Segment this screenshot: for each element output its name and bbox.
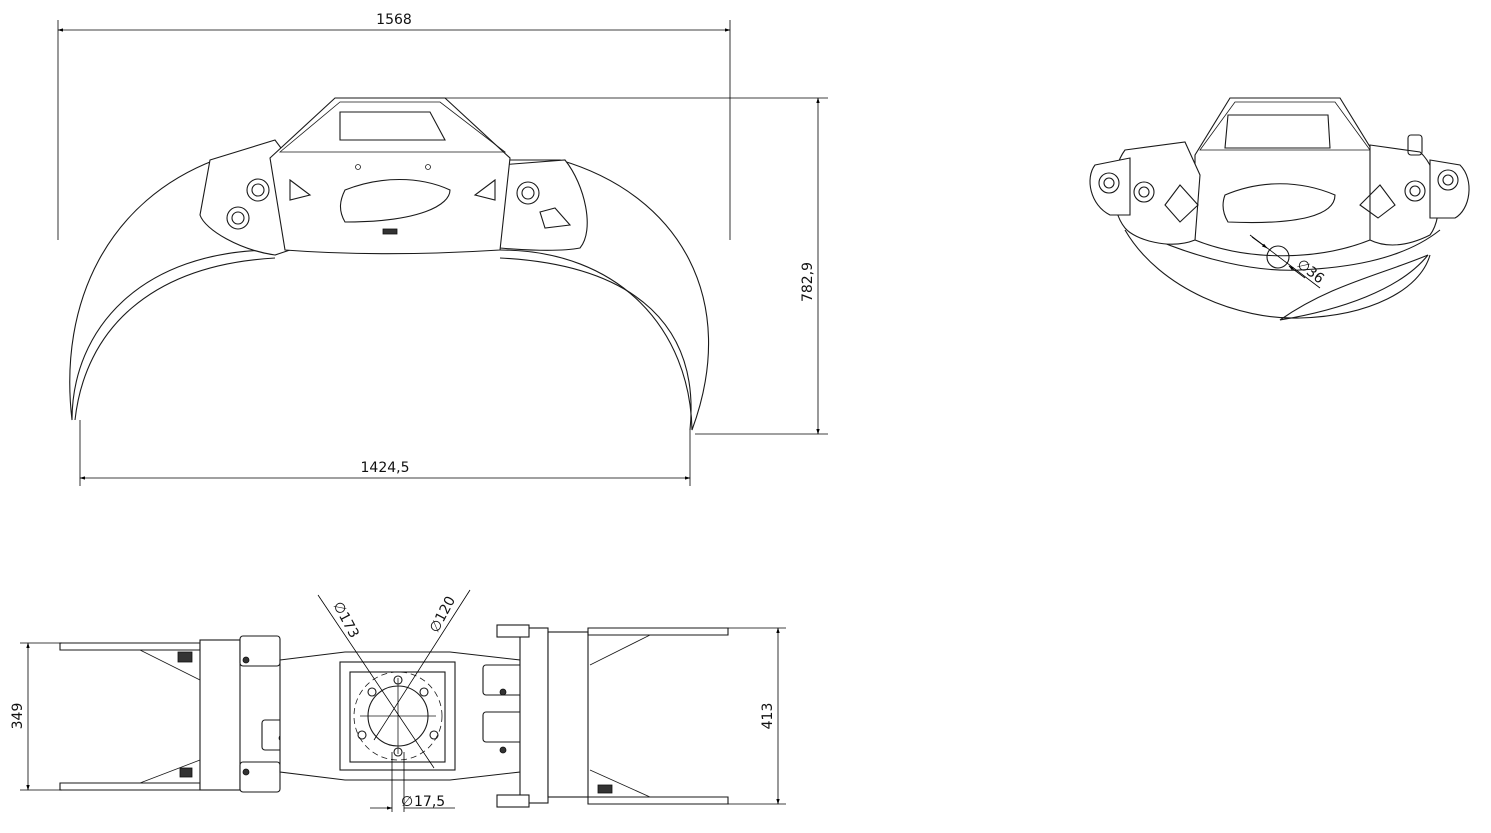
top-window — [339, 111, 446, 141]
left-upper-pin — [246, 178, 270, 202]
pin-circle — [1266, 245, 1290, 269]
dia-120-leader — [373, 589, 471, 741]
closed-tine-lower — [1124, 229, 1431, 319]
top-view: ∅ 173 ∅ 120 ∅ 17,5 349 413 — [10, 589, 786, 812]
left-tine-top — [59, 642, 201, 651]
right-tine — [499, 159, 710, 431]
closed-center-slot — [1222, 183, 1336, 224]
closed-center-housing — [1194, 97, 1376, 257]
dia-17-symbol: ∅ — [401, 794, 413, 810]
open-width-label: 413 — [760, 703, 776, 730]
front-view: 1568 782,9 1424,5 — [57, 12, 828, 486]
right-tine-bottom — [587, 796, 729, 805]
dia-120-label: 120 — [432, 594, 459, 625]
inner-width-label: 1424,5 — [361, 460, 410, 476]
dia-173-label: 173 — [335, 610, 362, 641]
left-tine — [69, 159, 276, 421]
dia-173-leader — [317, 594, 435, 769]
right-pin — [516, 181, 540, 205]
right-tine-top — [587, 627, 729, 636]
dia-17-label: 17,5 — [414, 794, 445, 810]
left-tine-bottom — [59, 782, 201, 791]
height-label: 782,9 — [800, 262, 816, 302]
right-arm-plate — [499, 159, 588, 251]
center-housing — [269, 97, 511, 255]
closed-view: ∅ 36 — [1089, 97, 1470, 321]
left-lower-pin — [226, 206, 250, 230]
overall-width-label: 1568 — [376, 12, 412, 28]
bolt-circle-outer — [353, 671, 443, 761]
center-slot — [339, 179, 451, 223]
closed-width-label: 349 — [10, 703, 26, 730]
